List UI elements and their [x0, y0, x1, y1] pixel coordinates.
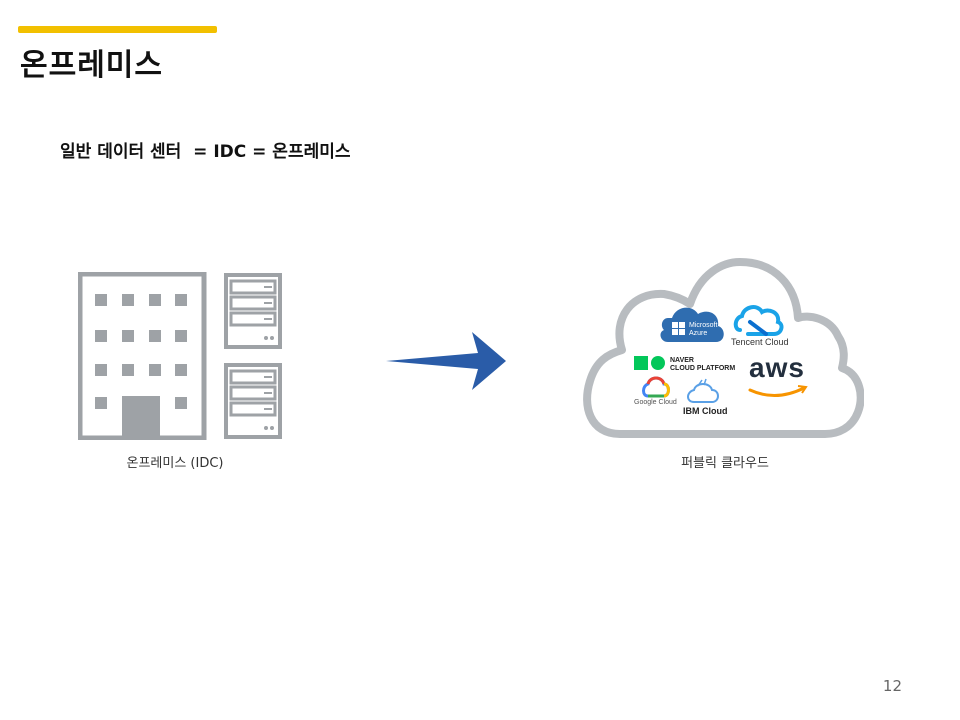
slide-title: 온프레미스 [20, 48, 163, 83]
subtitle: 일반 데이터 센터 = IDC = 온프레미스 [60, 142, 351, 162]
aws-smile-icon [748, 385, 808, 397]
page-number: 12 [882, 677, 902, 695]
azure-logo-icon [660, 307, 724, 342]
ibm-cloud-logo-icon [687, 378, 719, 403]
azure-logo-text-1: Microsoft [689, 322, 718, 329]
onprem-caption: 온프레미스 (IDC) [126, 456, 224, 471]
azure-logo-text-2: Azure [689, 330, 708, 337]
naver-logo-icon [634, 356, 665, 370]
cloud-outline-icon [583, 258, 864, 438]
arrow-shape [386, 332, 506, 390]
accent-bar [18, 26, 217, 33]
server-rack-icon [224, 273, 282, 349]
ibm-cloud-logo-text: IBM Cloud [683, 406, 728, 416]
onprem-illustration [78, 272, 282, 440]
naver-logo-text-1: NAVER [670, 357, 694, 364]
aws-logo-text: aws [749, 352, 805, 383]
public-cloud-illustration [583, 258, 864, 438]
right-arrow-icon [386, 332, 506, 390]
server-rack-icon [224, 363, 282, 439]
office-building-icon [78, 272, 207, 440]
google-cloud-logo-icon [642, 376, 670, 398]
cloud-caption: 퍼블릭 클라우드 [681, 456, 769, 471]
google-cloud-logo-text: Google Cloud [634, 399, 677, 406]
tencent-logo-text: Tencent Cloud [731, 337, 789, 347]
tencent-logo-icon [733, 305, 784, 336]
naver-logo-text-2: CLOUD PLATFORM [670, 365, 736, 372]
